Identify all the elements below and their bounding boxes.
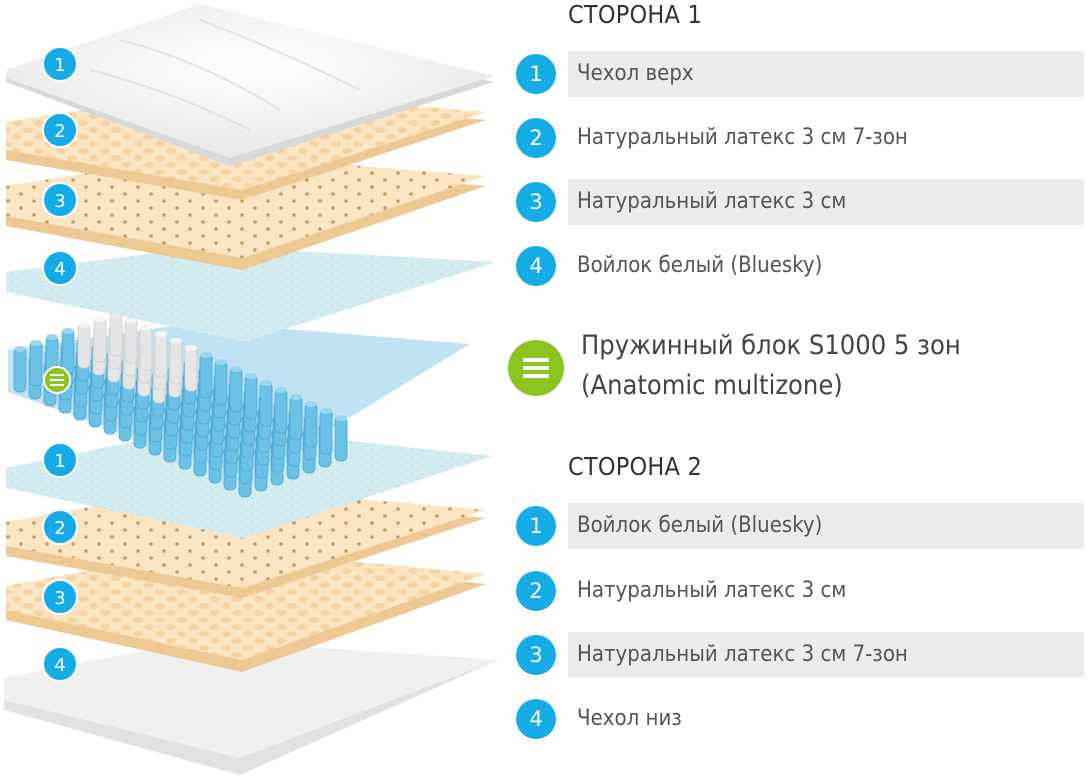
- number-badge: 1: [516, 506, 556, 546]
- illustration-number-badge: 2: [42, 112, 78, 148]
- pocket-spring-top: [230, 366, 242, 372]
- number-badge: 2: [516, 571, 556, 611]
- mattress-layers-illustration: 1 2 3 4 1 2 3 4: [4, 4, 498, 775]
- pocket-spring: [124, 318, 138, 364]
- side1-item-2: 2 Натуральный латекс 3 см 7-зон: [516, 115, 1084, 161]
- pocket-spring: [304, 402, 318, 448]
- spring-block-line1: Пружинный блок S1000 5 зон: [581, 330, 961, 361]
- side2-item-2: 2 Натуральный латекс 3 см: [516, 568, 1084, 614]
- pocket-spring: [13, 347, 27, 393]
- side2-item-label: Войлок белый (Bluesky): [577, 513, 823, 538]
- spring-block-row: Пружинный блок S1000 5 зон (Anatomic mul…: [508, 326, 1084, 410]
- pocket-spring-top: [290, 394, 302, 400]
- side2-item-label: Натуральный латекс 3 см: [577, 578, 847, 603]
- pocket-spring-top: [94, 316, 106, 322]
- spring-block-label: Пружинный блок S1000 5 зон (Anatomic mul…: [581, 326, 961, 406]
- spring-block-icon: [508, 340, 564, 396]
- pocket-spring: [77, 323, 91, 369]
- illustration-badge-number: 4: [54, 259, 65, 280]
- illustration-badge-number: 2: [54, 121, 65, 142]
- pocket-spring: [61, 329, 75, 375]
- side2-item-label: Чехол низ: [577, 706, 682, 731]
- illustration-number-badge: 1: [42, 442, 78, 478]
- pocket-spring: [93, 317, 107, 363]
- pocket-spring: [184, 346, 198, 392]
- pocket-spring-top: [275, 387, 287, 393]
- pocket-spring-top: [185, 345, 197, 351]
- number-badge: 2: [516, 118, 556, 158]
- number-badge: 3: [516, 635, 556, 675]
- pocket-spring: [229, 367, 243, 413]
- pocket-spring: [244, 374, 258, 420]
- illustration-badge-number: 1: [54, 55, 65, 76]
- number-badge: 3: [516, 182, 556, 222]
- pocket-spring-top: [140, 324, 152, 330]
- pocket-spring-top: [245, 373, 257, 379]
- side1-item-label: Натуральный латекс 3 см 7-зон: [577, 125, 908, 150]
- spring-block-icon: [43, 366, 71, 394]
- pocket-spring-top: [200, 352, 212, 358]
- row-band: [568, 179, 1084, 225]
- layer-felt-top: [6, 246, 496, 342]
- illustration-badge-number: 4: [54, 655, 65, 676]
- pocket-spring: [199, 353, 213, 399]
- pocket-spring-top: [14, 346, 26, 352]
- pocket-spring-top: [170, 338, 182, 344]
- row-band: [568, 632, 1084, 678]
- illustration-number-badge: 2: [42, 509, 78, 545]
- pocket-spring-top: [305, 401, 317, 407]
- illustration-badge-number: 1: [54, 451, 65, 472]
- pocket-spring-top: [30, 340, 42, 346]
- pocket-spring: [319, 409, 333, 455]
- pocket-spring-top: [62, 328, 74, 334]
- side2-item-1: 1 Войлок белый (Bluesky): [516, 503, 1084, 549]
- pocket-spring-top: [320, 408, 332, 414]
- side2-item-3: 3 Натуральный латекс 3 см 7-зон: [516, 632, 1084, 678]
- pocket-spring: [289, 395, 303, 441]
- side2-item-4: 4 Чехол низ: [516, 696, 1084, 742]
- side1-item-label: Чехол верх: [577, 61, 694, 86]
- illustration-number-badge: 3: [42, 579, 78, 615]
- pocket-spring: [334, 416, 348, 462]
- side1-item-3: 3 Натуральный латекс 3 см: [516, 179, 1084, 225]
- illustration-badge-number: 3: [54, 191, 65, 212]
- pocket-spring: [29, 341, 43, 387]
- pocket-spring: [169, 339, 183, 385]
- illustration-badge-number: 3: [54, 588, 65, 609]
- side1-item-1: 1 Чехол верх: [516, 51, 1084, 97]
- layer-cover-top: [6, 4, 494, 166]
- row-band: [568, 503, 1084, 549]
- side1-item-4: 4 Войлок белый (Bluesky): [516, 243, 1084, 289]
- row-band: [568, 51, 1084, 97]
- illustration-number-badge: 3: [42, 182, 78, 218]
- pocket-spring-top: [155, 331, 167, 337]
- pocket-spring-top: [46, 334, 58, 340]
- pocket-spring: [109, 311, 123, 357]
- pocket-spring: [274, 388, 288, 434]
- spring-block-line2: (Anatomic multizone): [581, 370, 843, 401]
- pocket-spring: [214, 360, 228, 406]
- illustration-number-badge: 1: [42, 46, 78, 82]
- number-badge: 4: [516, 699, 556, 739]
- side1-item-label: Натуральный латекс 3 см: [577, 189, 847, 214]
- pocket-spring-top: [215, 359, 227, 365]
- pocket-spring-top: [335, 415, 347, 421]
- illustration-number-badge: 4: [42, 250, 78, 286]
- pocket-spring: [154, 332, 168, 378]
- layer-cover-bottom: [4, 640, 498, 775]
- number-badge: 1: [516, 54, 556, 94]
- illustration-badge-number: 2: [54, 518, 65, 539]
- side2-item-label: Натуральный латекс 3 см 7-зон: [577, 642, 908, 667]
- illustration-number-badge: 4: [42, 646, 78, 682]
- pocket-spring-top: [78, 322, 90, 328]
- side1-heading: СТОРОНА 1: [568, 0, 702, 29]
- pocket-spring-top: [260, 380, 272, 386]
- side2-heading: СТОРОНА 2: [568, 452, 702, 481]
- layer-spring-block: [8, 310, 470, 498]
- pocket-spring: [259, 381, 273, 427]
- side1-item-label: Войлок белый (Bluesky): [577, 253, 823, 278]
- number-badge: 4: [516, 246, 556, 286]
- pocket-spring: [139, 325, 153, 371]
